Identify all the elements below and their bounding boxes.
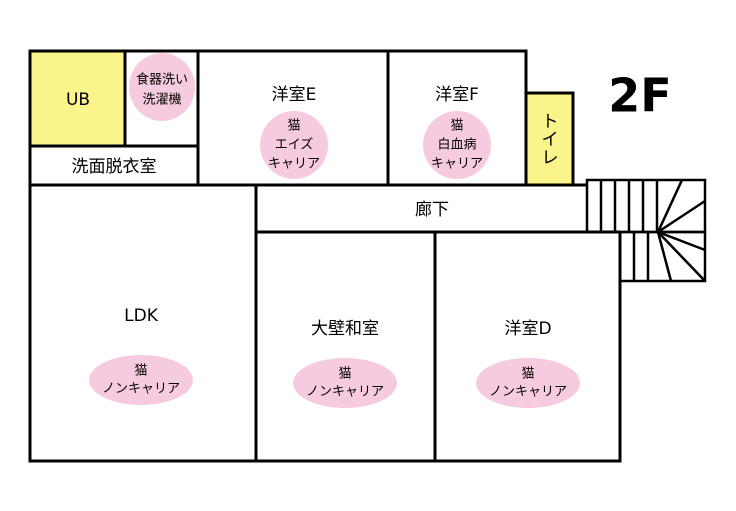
room-e-badge-line: 猫 [287, 119, 300, 134]
ldk-badge [89, 355, 193, 405]
room-e-label: 洋室E [272, 85, 317, 105]
ldk-label: LDK [124, 306, 159, 326]
washitsu-badge-line: 猫 [338, 367, 351, 382]
room-e-badge-line: キャリア [268, 157, 320, 172]
corridor-label: 廊下 [415, 200, 449, 220]
washroom-label: 洗面脱衣室 [72, 157, 157, 177]
ldk-badge-line: 猫 [134, 364, 147, 379]
dishwasher-label-2: 洗濯機 [142, 93, 181, 108]
room-d-badge [476, 358, 580, 408]
walls [28, 49, 622, 463]
room-f-badge-line: 白血病 [437, 137, 476, 153]
ldk-badge-line: ノンキャリア [102, 382, 180, 397]
room-f-badge [423, 111, 491, 179]
room-d-badge-line: 猫 [521, 367, 534, 382]
room-e-badge [260, 111, 328, 179]
dishwasher-label-1: 食器洗い [136, 72, 188, 88]
toilet-label: レ [542, 148, 559, 168]
washitsu-badge [293, 358, 397, 408]
toilet-label: イ [542, 130, 559, 150]
toilet-label: ト [542, 112, 559, 132]
room-e-badge-line: エイズ [275, 137, 314, 153]
room-d-label: 洋室D [504, 319, 551, 339]
room-f-badge-line: 猫 [450, 119, 463, 134]
room-f-badge-line: キャリア [431, 157, 483, 172]
room-f-label: 洋室F [435, 85, 479, 105]
washitsu-badge-line: ノンキャリア [306, 385, 384, 400]
floor-label: 2F [608, 69, 671, 123]
dishwasher-badge [129, 53, 195, 121]
staircase [585, 178, 707, 283]
ub-label: UB [66, 90, 90, 110]
washitsu-label: 大壁和室 [311, 319, 379, 339]
room-d-badge-line: ノンキャリア [489, 385, 567, 400]
